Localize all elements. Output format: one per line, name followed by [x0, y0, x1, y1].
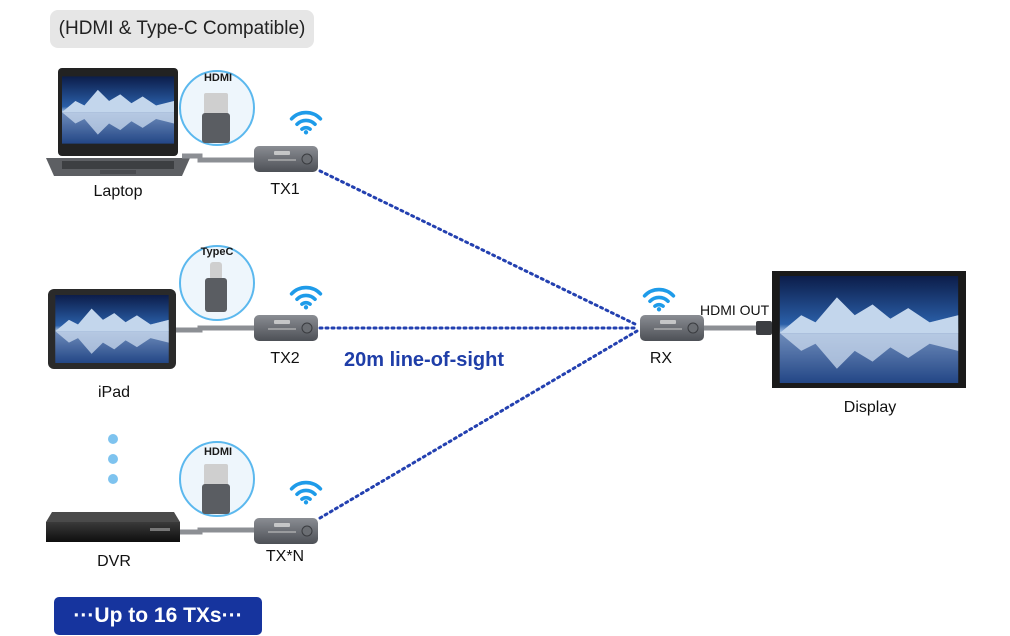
ipad-label: iPad: [97, 384, 131, 401]
laptop-plug-callout: [179, 70, 255, 146]
dvr-illustration: [46, 512, 180, 542]
link-tx1-rx: [318, 169, 639, 327]
dvr-plug-callout: [179, 441, 255, 517]
tx2-dongle: [254, 315, 318, 341]
ipad-illustration: [48, 289, 176, 369]
link-txn-rx: [318, 329, 639, 520]
laptop-plug-label: HDMI: [203, 72, 233, 84]
txn-dongle: [254, 518, 318, 544]
tx1-dongle: [254, 146, 318, 172]
more-dot: [108, 474, 118, 484]
compatibility-note: (HDMI & Type-C Compatible): [50, 10, 314, 48]
more-dot: [108, 454, 118, 464]
dvr-plug-label: HDMI: [203, 446, 233, 458]
laptop-illustration: [46, 68, 190, 176]
max-tx-badge: ···Up to 16 TXs···: [54, 597, 262, 635]
txn-label: TX*N: [265, 548, 305, 565]
ipad-plug-callout: [179, 245, 255, 321]
rx-wifi-icon: [642, 287, 676, 312]
tx1-wifi-icon: [289, 110, 323, 135]
txn-wifi-icon: [289, 480, 323, 505]
hdmi-out-label: HDMI OUT: [700, 302, 770, 318]
range-label: 20m line-of-sight: [344, 349, 505, 371]
laptop-label: Laptop: [93, 183, 143, 200]
display-label: Display: [843, 399, 897, 416]
ipad-plug-label: TypeC: [200, 246, 234, 258]
tx1-label: TX1: [270, 181, 300, 198]
tx2-label: TX2: [270, 350, 300, 367]
tx2-wifi-icon: [289, 285, 323, 310]
display-illustration: [772, 271, 966, 388]
more-dot: [108, 434, 118, 444]
dvr-label: DVR: [97, 553, 131, 570]
rx-label: RX: [649, 350, 673, 367]
rx-dongle: [640, 315, 704, 341]
